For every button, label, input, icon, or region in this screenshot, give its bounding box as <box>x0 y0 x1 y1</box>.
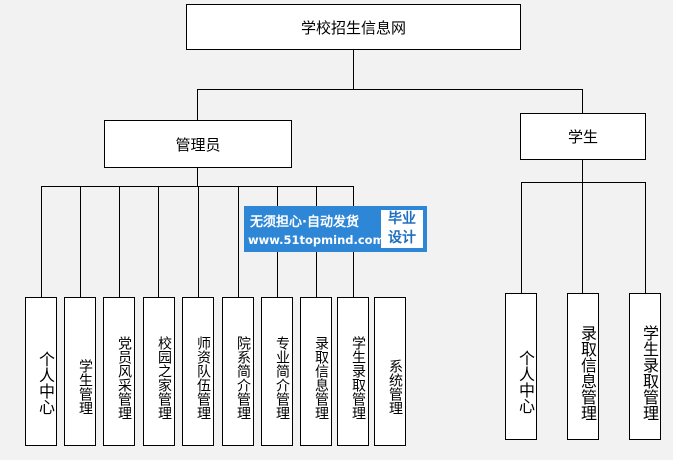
connector <box>521 182 522 294</box>
connector <box>80 186 81 298</box>
connector <box>521 182 646 183</box>
watermark-banner: 无须担心·自动发货 www.51topmind.com 毕业 设计 <box>244 206 427 252</box>
connector <box>582 182 583 294</box>
admin-child-system-management: 系统管理 <box>374 297 406 446</box>
connector <box>197 167 198 187</box>
connector <box>353 49 354 90</box>
connector <box>197 89 583 90</box>
admin-child-faculty-team: 师资队伍管理 <box>182 297 214 446</box>
watermark-url: www.51topmind.com <box>248 233 385 247</box>
connector <box>41 186 42 298</box>
admin-node: 管理员 <box>104 120 292 168</box>
connector <box>238 186 239 298</box>
connector <box>582 89 583 114</box>
admin-child-personal-center: 个人中心 <box>25 297 57 446</box>
connector <box>645 182 646 294</box>
student-node: 学生 <box>520 113 646 160</box>
watermark-badge: 毕业 设计 <box>381 210 423 248</box>
admin-child-campus-home: 校园之家管理 <box>143 297 175 446</box>
connector <box>41 186 354 187</box>
admin-child-major-intro: 专业简介管理 <box>261 297 293 446</box>
admin-child-student-management: 学生管理 <box>64 297 96 446</box>
student-child-admission-info: 录取信息管理 <box>567 293 599 440</box>
connector <box>119 186 120 298</box>
connector <box>582 159 583 183</box>
admin-child-party-members: 党员风采管理 <box>103 297 135 446</box>
admin-child-admission-info: 录取信息管理 <box>300 297 332 446</box>
connector <box>198 186 199 298</box>
watermark-badge-line1: 毕业 <box>388 211 416 227</box>
watermark-line1: 无须担心·自动发货 <box>250 215 359 230</box>
student-child-student-admission: 学生录取管理 <box>629 293 661 440</box>
connector <box>197 89 198 121</box>
student-child-personal-center: 个人中心 <box>505 293 537 440</box>
admin-child-student-admission: 学生录取管理 <box>337 297 369 446</box>
watermark-badge-line2: 设计 <box>388 230 416 246</box>
connector <box>158 186 159 298</box>
root-node: 学校招生信息网 <box>186 4 521 50</box>
admin-child-department-intro: 院系简介管理 <box>222 297 254 446</box>
